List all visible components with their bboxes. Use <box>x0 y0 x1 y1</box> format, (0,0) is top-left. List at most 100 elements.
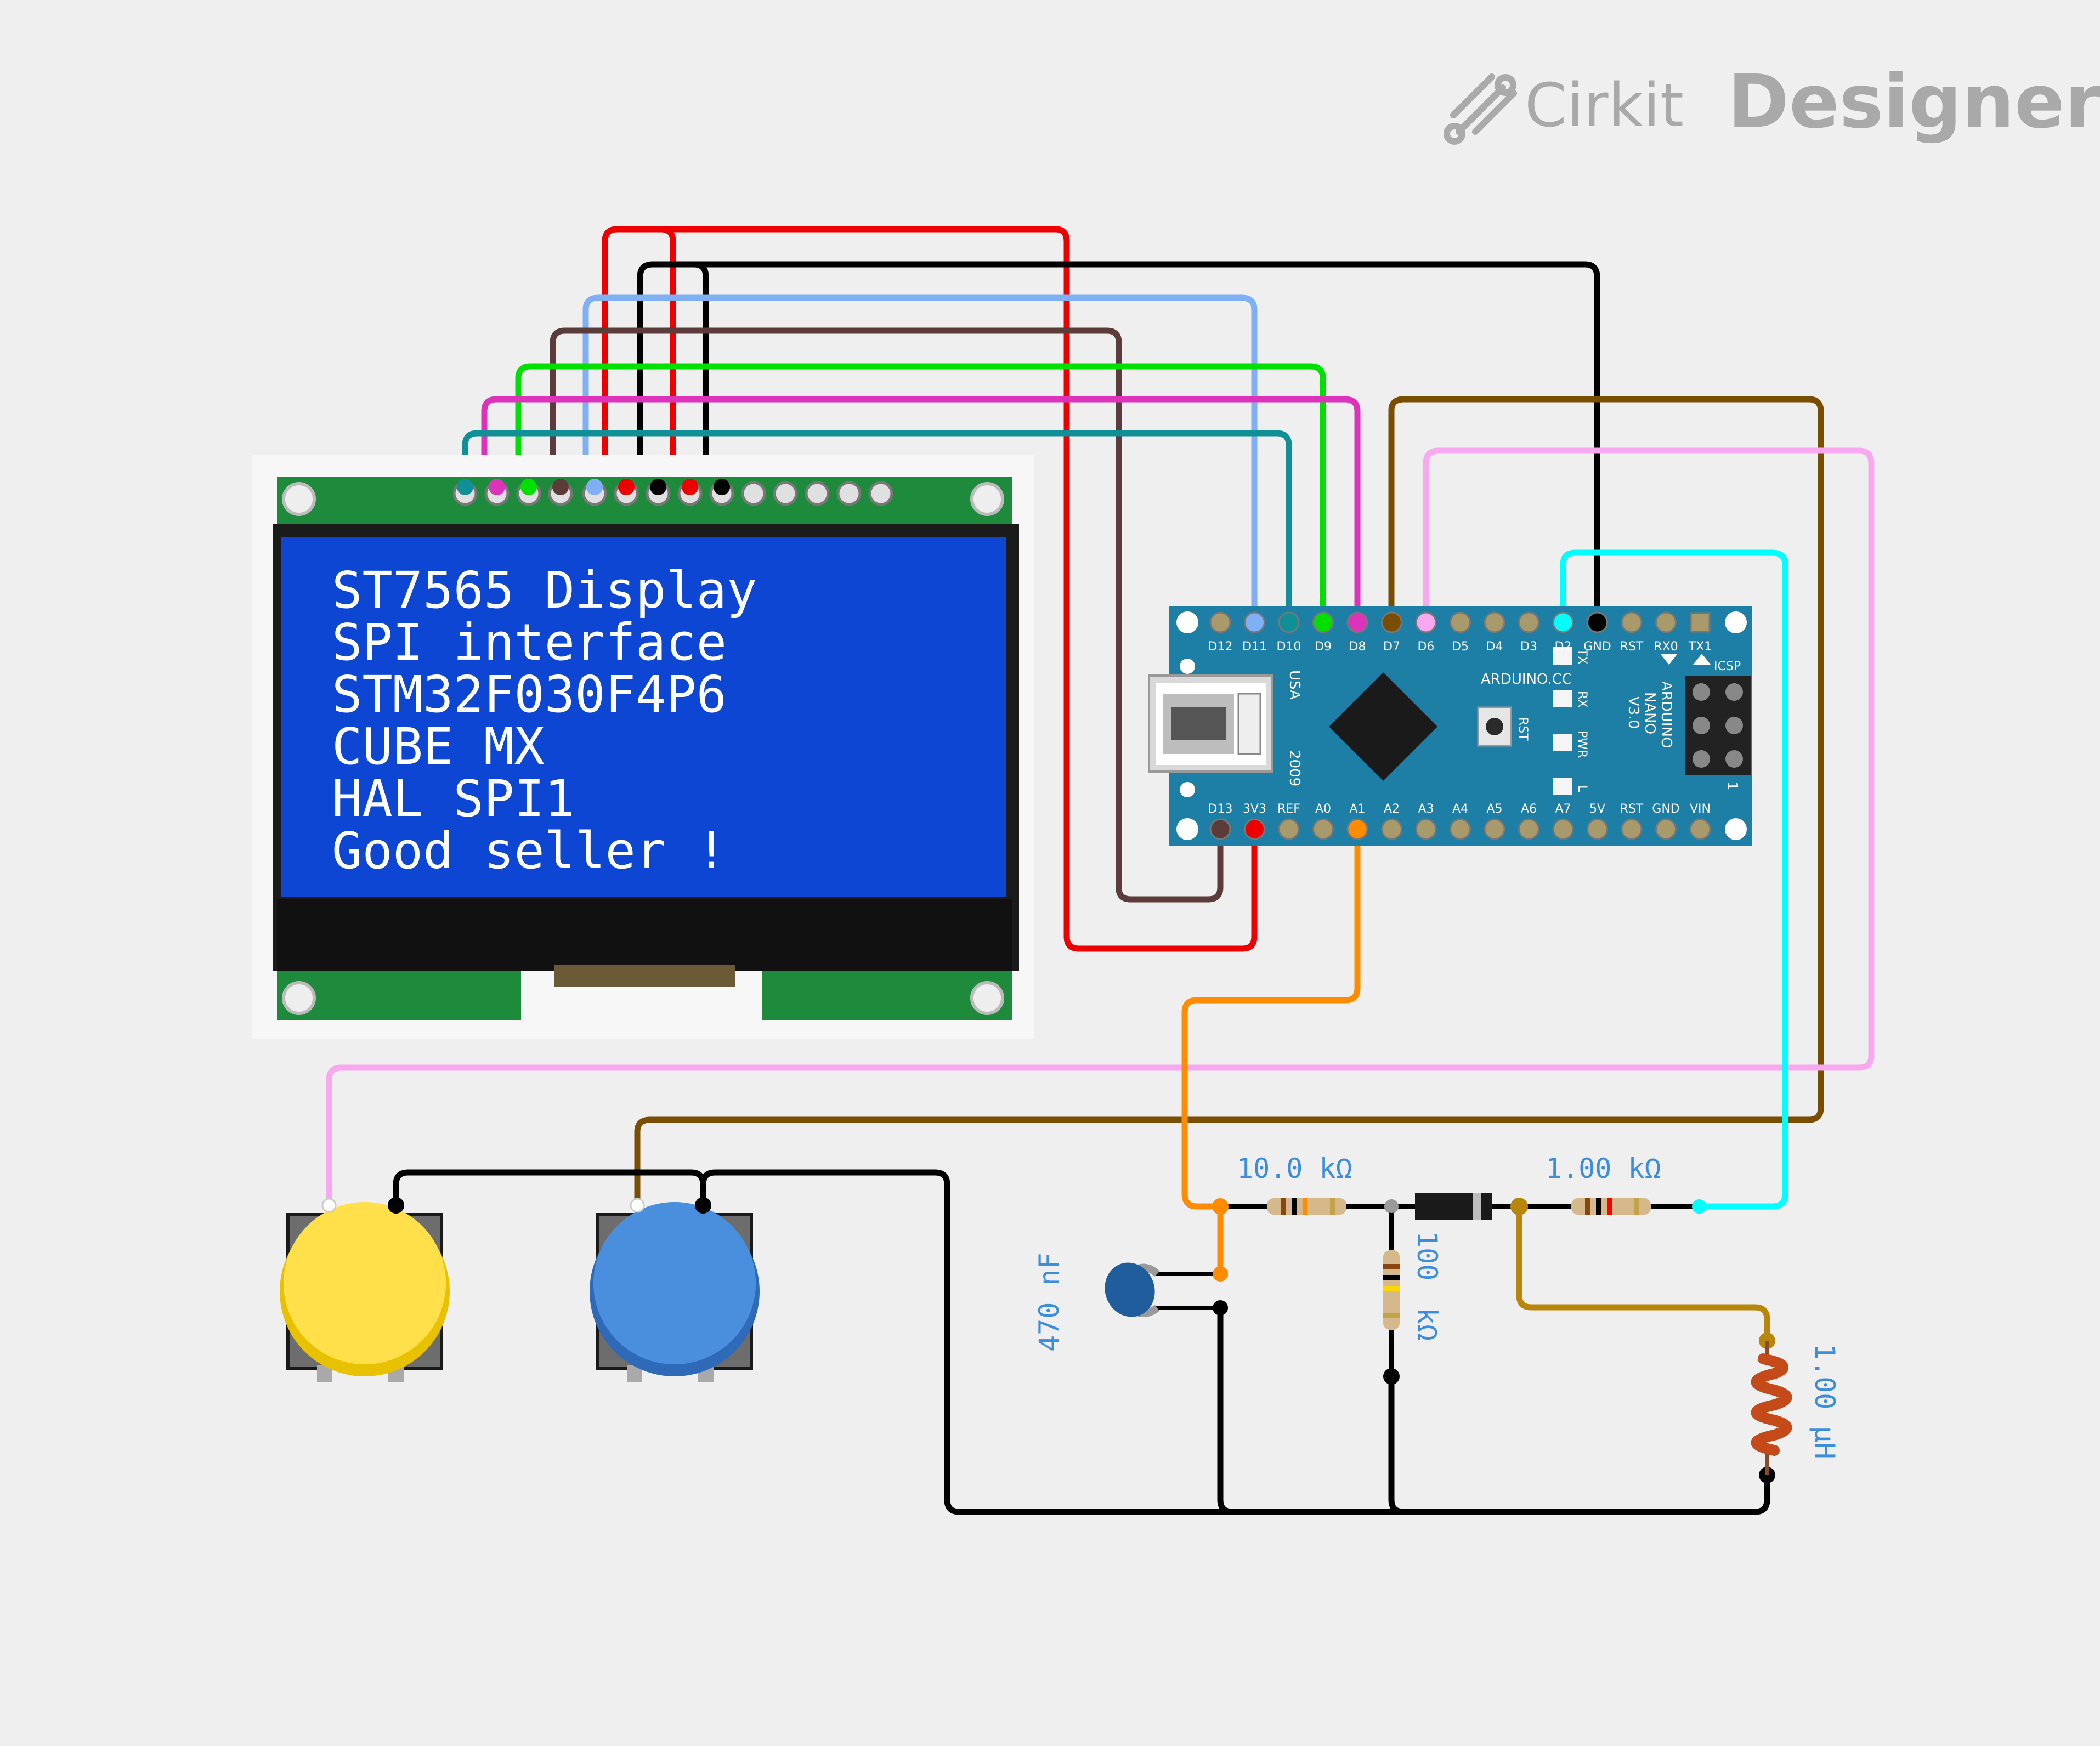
wire-cyan-d2[interactable] <box>1560 549 1788 1210</box>
mount-hole-tr <box>970 482 1004 516</box>
wire-teal-d10[interactable] <box>462 430 1292 626</box>
nano-pin-label: GND <box>1652 802 1679 816</box>
nano-pin-a2[interactable] <box>1381 818 1402 840</box>
nano-pin-d3[interactable] <box>1518 611 1539 633</box>
nano-pin-5v[interactable] <box>1587 818 1608 840</box>
nano-pin-d6[interactable] <box>1415 611 1437 633</box>
nano-pin-label: A4 <box>1452 802 1468 816</box>
resistor-10k[interactable]: 10.0 kΩ <box>1220 1153 1379 1215</box>
nano-pin-d7[interactable] <box>1381 611 1402 633</box>
icsp-label: ICSP <box>1714 660 1741 673</box>
nano-label-year: 2009 <box>1286 750 1303 786</box>
nano-pin-d5[interactable] <box>1450 611 1471 633</box>
arrow-rx-icon <box>1660 654 1678 665</box>
nano-pin-a7[interactable] <box>1552 818 1574 840</box>
reset-button[interactable] <box>1477 706 1512 747</box>
nano-pin-ref[interactable] <box>1278 818 1300 840</box>
nano-pin-label: D13 <box>1208 802 1233 816</box>
brand-logo: Cirkit Designer <box>1444 59 2100 145</box>
nano-pin-label: A2 <box>1384 802 1400 816</box>
nano-model-2: NANO <box>1641 692 1658 734</box>
nano-pin-a3[interactable] <box>1415 818 1437 840</box>
lcd-module[interactable]: ST7565 Display SPI interface STM32F030F4… <box>252 455 1034 1039</box>
wire-endpoint <box>618 479 635 495</box>
nano-pin-d12[interactable] <box>1209 611 1231 633</box>
wire-pink-d6[interactable] <box>326 447 1875 1209</box>
nano-pin-3v3[interactable] <box>1244 818 1265 840</box>
wire-endpoint <box>586 479 603 495</box>
wire-olive-d7[interactable] <box>634 396 1824 1209</box>
wire-green-d9[interactable] <box>515 363 1326 626</box>
led-label-tx: TX <box>1575 648 1589 665</box>
nano-model-1: ARDUINO <box>1658 681 1674 748</box>
junction-dot <box>1212 1198 1229 1215</box>
nano-pin-vin[interactable] <box>1689 818 1711 840</box>
lcd-screen <box>281 537 1006 897</box>
lcd-pin-header <box>450 477 893 506</box>
nano-pin-label: A3 <box>1418 802 1434 816</box>
nano-pin-label: RX0 <box>1654 640 1678 654</box>
nano-pin-a4[interactable] <box>1450 818 1471 840</box>
wire-endpoint <box>714 479 730 495</box>
nano-pin-a5[interactable] <box>1484 818 1505 840</box>
button-pin <box>321 1198 337 1213</box>
wire-endpoint <box>650 479 666 495</box>
nano-pin-gnd[interactable] <box>1655 818 1677 840</box>
lcd-line-4: CUBE MX <box>332 717 545 776</box>
resistor-1k-label: 1.00 kΩ <box>1546 1153 1661 1184</box>
wire-red-2[interactable] <box>616 226 676 490</box>
wire-black-gnd[interactable] <box>637 261 1600 626</box>
nano-pin-d11[interactable] <box>1244 611 1265 633</box>
nano-pin-d2[interactable] <box>1552 611 1574 633</box>
nano-pin-tx1[interactable] <box>1690 612 1711 633</box>
wire-red-3v3[interactable] <box>602 226 1258 952</box>
yellow-pushbutton[interactable] <box>280 1197 450 1382</box>
wire-brown-d13[interactable] <box>550 327 1224 903</box>
diode[interactable] <box>1379 1193 1519 1220</box>
resistor-1k[interactable]: 1.00 kΩ <box>1510 1153 1706 1215</box>
wire-magenta-d8[interactable] <box>481 396 1361 626</box>
wire-black-r3-gnd[interactable] <box>1388 1373 1407 1515</box>
nano-model-3: V3.0 <box>1625 696 1641 729</box>
lcd-pcb-bottom-right <box>762 971 1012 1020</box>
lcd-line-1: ST7565 Display <box>332 561 757 620</box>
resistor-10k-label: 10.0 kΩ <box>1237 1153 1352 1184</box>
nano-pin-rst[interactable] <box>1621 818 1643 840</box>
wire-lightblue-d11[interactable] <box>582 294 1258 626</box>
brand-name: Cirkit <box>1525 70 1684 140</box>
mount-hole-br <box>970 981 1004 1015</box>
nano-pin-d13[interactable] <box>1209 818 1231 840</box>
capacitor-label: 470 nF <box>1033 1252 1065 1352</box>
nano-pin-a6[interactable] <box>1518 818 1539 840</box>
nano-pin-rx0[interactable] <box>1655 611 1677 633</box>
arduino-nano[interactable]: USA 2009 ARDUINO.CC RST TX RX PWR L ARDU… <box>1148 606 1752 846</box>
wire-gold-inductor[interactable] <box>1516 1203 1770 1344</box>
nano-pin-label: A5 <box>1486 802 1502 816</box>
nano-label-site: ARDUINO.CC <box>1481 671 1572 688</box>
nano-pin-label: D6 <box>1418 640 1435 654</box>
wire-black-buttons[interactable] <box>393 1169 1770 1515</box>
resistor-100k-value: 100 <box>1411 1231 1443 1280</box>
inductor-1uh[interactable]: 1.00 µH <box>1751 1333 1841 1483</box>
nano-pin-d9[interactable] <box>1312 611 1334 633</box>
wire-endpoint <box>489 479 505 495</box>
nano-pin-d8[interactable] <box>1346 611 1368 633</box>
wire-orange-a1[interactable] <box>1181 826 1361 1277</box>
nano-pin-a1[interactable] <box>1346 818 1368 840</box>
lcd-header-pin <box>773 481 798 506</box>
lcd-text: ST7565 Display SPI interface STM32F030F4… <box>332 561 757 880</box>
wire-endpoint <box>552 479 569 495</box>
nano-pin-gnd[interactable] <box>1587 611 1608 633</box>
nano-pin-a0[interactable] <box>1312 818 1334 840</box>
led-label-pwr: PWR <box>1575 730 1589 758</box>
wire-black-2[interactable] <box>652 261 709 490</box>
nano-pin-d4[interactable] <box>1484 611 1505 633</box>
nano-pin-rst[interactable] <box>1621 611 1643 633</box>
blue-pushbutton[interactable] <box>590 1197 760 1382</box>
capacitor-470nf[interactable]: 470 nF <box>1033 1252 1228 1352</box>
nano-pin-d10[interactable] <box>1278 611 1300 633</box>
wire-black-cap-gnd[interactable] <box>1217 1305 1236 1515</box>
resistor-100k[interactable]: 100 kΩ <box>1383 1206 1443 1385</box>
